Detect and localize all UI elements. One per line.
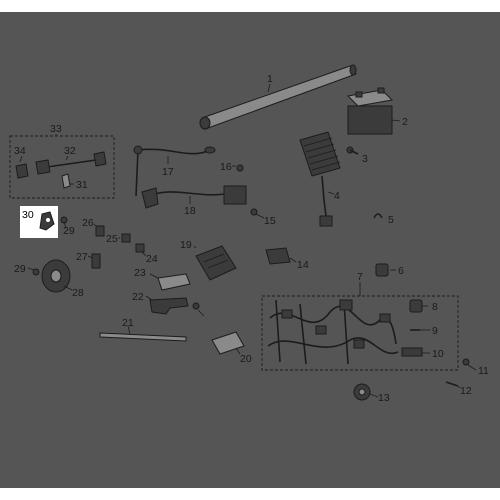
- callout-34: 34: [14, 145, 26, 157]
- callout-13: 13: [378, 392, 390, 404]
- callout-16: 16: [220, 161, 232, 173]
- part-tube[interactable]: [199, 64, 357, 130]
- callout-31: 31: [76, 179, 88, 191]
- callout-7: 7: [357, 271, 363, 283]
- callout-18: 18: [184, 205, 196, 217]
- part-bolt-12[interactable]: [445, 381, 459, 387]
- callout-30: 30: [22, 209, 34, 221]
- part-fitting-26[interactable]: [95, 225, 105, 237]
- part-fuse-block-10[interactable]: [401, 347, 423, 357]
- callout-12: 12: [460, 385, 472, 397]
- callout-24: 24: [146, 253, 158, 265]
- part-sensor-lead-32[interactable]: [35, 151, 107, 175]
- callout-29-upper: 29: [63, 225, 75, 237]
- callout-29-left: 29: [14, 263, 26, 275]
- callout-10: 10: [432, 348, 444, 360]
- callout-33: 33: [50, 123, 62, 135]
- callout-21: 21: [122, 317, 134, 329]
- part-battery-cable[interactable]: [133, 145, 216, 197]
- callout-25: 25: [106, 233, 118, 245]
- callout-4: 4: [334, 190, 340, 202]
- part-regulator[interactable]: [299, 131, 341, 227]
- part-fitting-24[interactable]: [135, 243, 145, 253]
- part-bolt-11[interactable]: [462, 358, 470, 366]
- part-harness[interactable]: [261, 295, 459, 371]
- callout-26: 26: [82, 217, 94, 229]
- part-fitting-25[interactable]: [121, 233, 131, 243]
- part-bolt-15[interactable]: [250, 208, 258, 216]
- part-bolt-3a[interactable]: [346, 146, 359, 155]
- part-flywheel-28[interactable]: [41, 259, 71, 293]
- callout-14: 14: [297, 259, 309, 271]
- part-bracket-22[interactable]: [149, 297, 189, 315]
- callout-1: 1: [267, 73, 273, 85]
- callout-17: 17: [162, 166, 174, 178]
- part-bracket-23[interactable]: [157, 273, 191, 291]
- callout-9: 9: [432, 325, 438, 337]
- callout-23: 23: [134, 267, 146, 279]
- callout-19: 19: [180, 239, 192, 251]
- callout-28: 28: [72, 287, 84, 299]
- part-30-highlighted[interactable]: [39, 211, 55, 231]
- group-box-33: [9, 135, 115, 199]
- part-horn[interactable]: [353, 383, 371, 401]
- part-clip-31[interactable]: [61, 173, 71, 189]
- part-relay-8[interactable]: [409, 299, 423, 313]
- part-cdi-module[interactable]: [195, 245, 237, 281]
- diagram-background: [0, 12, 500, 488]
- callout-8: 8: [432, 301, 438, 313]
- callout-5: 5: [388, 214, 394, 226]
- callout-15: 15: [264, 215, 276, 227]
- callout-32: 32: [64, 145, 76, 157]
- callout-11: 11: [478, 365, 489, 377]
- part-rod-21[interactable]: [99, 332, 187, 342]
- callout-22: 22: [132, 291, 144, 303]
- callout-20: 20: [240, 353, 252, 365]
- callout-3-battery: 3: [362, 153, 368, 165]
- callout-6: 6: [398, 265, 404, 277]
- part-sensor-27[interactable]: [91, 253, 101, 269]
- part-ignition-coil[interactable]: [141, 185, 247, 209]
- callout-27: 27: [76, 251, 88, 263]
- part-stator-34[interactable]: [15, 163, 29, 179]
- part-bolt-29a[interactable]: [32, 268, 40, 276]
- part-bolt-16[interactable]: [236, 164, 244, 172]
- part-battery[interactable]: [346, 87, 394, 135]
- callout-2: 2: [402, 116, 408, 128]
- part-clip-5[interactable]: [373, 213, 383, 219]
- part-relay-6[interactable]: [375, 263, 389, 277]
- part-connector-14[interactable]: [265, 247, 291, 265]
- part-bolt-3b[interactable]: [192, 302, 200, 310]
